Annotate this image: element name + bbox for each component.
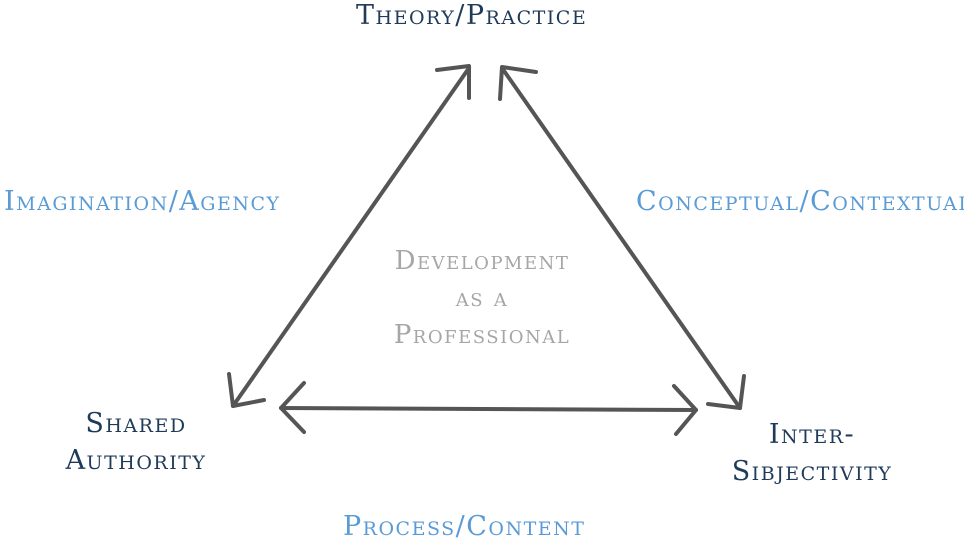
arrow-bottom-head-left [279,381,306,434]
vertex-top-label: Theory/Practice [356,0,588,31]
arrow-bottom-head-right [672,384,698,436]
arrow-bottom-shaft [279,406,698,412]
arrow-right-head-bottom [706,374,746,410]
vertex-bottom-right-line2: Sibjectivity [731,456,893,487]
vertex-bottom-right-label: Inter- Sibjectivity [728,416,896,490]
arrow-left-shaft [231,66,471,408]
arrow-left-head-bottom [227,372,266,408]
arrow-right-shaft [500,66,742,410]
arrow-bottom-edge [279,381,698,436]
arrow-right-head-top [498,65,538,101]
arrow-left-edge [227,64,471,408]
center-label-line1: Development [394,246,570,276]
edge-left-label: Imagination/Agency [4,186,281,217]
vertex-bottom-right-line1: Inter- [768,419,856,450]
edge-right-label: Conceptual/Contextual [636,186,964,217]
arrow-right-edge [498,65,746,410]
edge-bottom-label: Process/Content [343,511,586,542]
arrow-left-head-top [435,64,471,100]
center-label: Development as a Professional [384,243,580,354]
center-label-line3: Professional [393,320,571,350]
center-label-line2: as a [455,283,509,313]
vertex-bottom-left-label: Shared Authority [62,405,210,479]
vertex-bottom-left-line1: Shared [85,408,187,439]
vertex-bottom-left-line2: Authority [65,445,207,476]
